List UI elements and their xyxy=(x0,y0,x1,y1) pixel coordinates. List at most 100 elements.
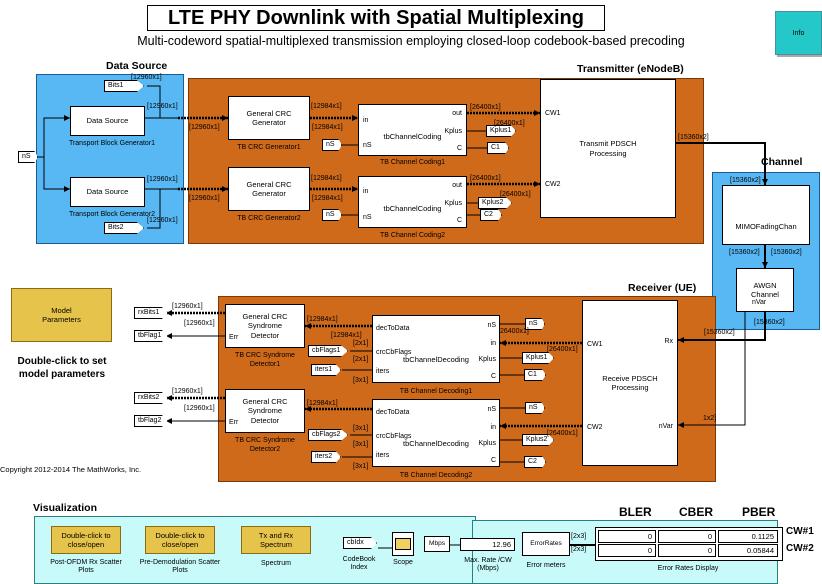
tcd1-port-kplus: Kplus xyxy=(478,356,496,363)
tcc1-port-ns: nS xyxy=(363,142,372,149)
tcc2-name: tbChannelCoding xyxy=(383,204,442,214)
receive-pdsch-label: Receive PDSCH Processing xyxy=(602,373,658,392)
tb-channel-coding-1[interactable]: in nS out Kplus C tbChannelCoding xyxy=(358,104,467,156)
tcc2-port-c: C xyxy=(456,217,462,224)
tcd2-caption: TB Channel Decoding2 xyxy=(399,472,473,479)
crc-generator-1-caption: TB CRC Generator1 xyxy=(237,144,301,151)
tb-channel-coding-2[interactable]: in nS out Kplus C tbChannelCoding xyxy=(358,176,467,228)
rx-kplus2-from[interactable]: Kplus2 xyxy=(522,434,554,446)
rxbits2-out[interactable]: rxBits2 xyxy=(134,392,168,404)
mbps-gain-block[interactable]: Mbps xyxy=(424,536,450,552)
sig-tcd2-out: [12984x1] xyxy=(307,400,338,407)
cw2-bler: 0 xyxy=(598,544,656,557)
kplus1-goto[interactable]: Kplus1 xyxy=(486,125,516,137)
rxbits1-out[interactable]: rxBits1 xyxy=(134,307,168,319)
sig-crc2-out2: [12984x1] xyxy=(312,195,343,202)
iters1-goto[interactable]: iters1 xyxy=(311,364,341,376)
rate-caption: Max. Rate /CW (Mbps) xyxy=(464,557,512,573)
tcd2-port-crc: crcCbFlags xyxy=(376,433,412,440)
rx-port-cw1: CW1 xyxy=(587,341,603,348)
tcd1-name: tbChannelDecoding xyxy=(403,355,469,365)
sig-crc2-out: [12984x1] xyxy=(311,175,342,182)
error-display-caption: Error Rates Display xyxy=(657,565,719,572)
transmit-pdsch-block[interactable]: CW1 CW2 Transmit PDSCH Processing xyxy=(540,79,676,218)
tcd1-port-iters: iters xyxy=(376,368,390,375)
tcc1-caption: TB Channel Coding1 xyxy=(380,159,445,166)
cw2-pber: 0.05844 xyxy=(718,544,778,557)
rx-ns-from-1[interactable]: nS xyxy=(525,318,545,330)
det2-label: General CRC Syndrome Detector xyxy=(242,396,288,425)
receive-pdsch-block[interactable]: CW1 CW2 Rx nVar Receive PDSCH Processing xyxy=(582,300,678,466)
tx-port-cw1: CW1 xyxy=(545,110,561,117)
ns-input-port[interactable]: nS xyxy=(18,151,38,163)
sig-rx-cw2: [26400x1] xyxy=(547,430,578,437)
tb-channel-decoding-2[interactable]: decToData crcCbFlags iters nS in Kplus C… xyxy=(372,399,500,467)
tcd1-caption: TB Channel Decoding1 xyxy=(399,388,473,395)
sig-mimo-out1: [15360x2] xyxy=(729,249,760,256)
pre-demod-caption: Pre-Demodulation Scatter Plots xyxy=(139,559,221,575)
wire-ns-gen2 xyxy=(43,157,70,190)
tx-ns-from-1[interactable]: nS xyxy=(322,139,342,151)
wire-gen1-out xyxy=(145,85,178,119)
tcc2-port-in: in xyxy=(363,188,369,195)
iters2-goto[interactable]: iters2 xyxy=(311,451,341,463)
tx-ns-from-2[interactable]: nS xyxy=(322,209,342,221)
sig-tcc2-out2: [26400x1] xyxy=(500,191,531,198)
spectrum-caption: Spectrum xyxy=(261,560,291,567)
wire-awgn-rx xyxy=(678,312,766,341)
data-source-block-1[interactable]: Data Source xyxy=(70,106,145,136)
sig-ds1b: [12960x1] xyxy=(147,103,178,110)
crc-generator-2[interactable]: General CRC Generator xyxy=(228,167,310,211)
tbflag2-out[interactable]: tbFlag2 xyxy=(134,415,168,427)
c1-goto[interactable]: C1 xyxy=(487,142,509,154)
sig-crc1-out2: [12984x1] xyxy=(312,124,343,131)
cbflags2-goto[interactable]: cbFlags2 xyxy=(308,429,348,441)
kplus2-goto[interactable]: Kplus2 xyxy=(478,197,512,209)
cber-header: CBER xyxy=(679,505,714,519)
crc-generator-1[interactable]: General CRC Generator xyxy=(228,96,310,140)
sig-det2-rxbits2: [12960x1] xyxy=(184,405,215,412)
bits1-goto[interactable]: Bits1 xyxy=(104,80,144,92)
error-rates-block[interactable]: ErrorRates xyxy=(522,532,570,556)
error-meters-caption: Error meters xyxy=(526,562,566,569)
tcc2-caption: TB Channel Coding2 xyxy=(380,232,445,239)
rx-c1-from[interactable]: C1 xyxy=(524,369,546,381)
sig-ds2b: [12960x1] xyxy=(147,217,178,224)
sig-rx-cw1b: 26400x1] xyxy=(500,328,529,335)
sig-err-1: [2x3] xyxy=(571,533,587,540)
bler-header: BLER xyxy=(619,505,652,519)
crc-syndrome-detector-2[interactable]: Err General CRC Syndrome Detector xyxy=(225,389,305,433)
cw1-row-label: CW#1 xyxy=(786,526,814,537)
cw2-row-label: CW#2 xyxy=(786,543,814,554)
wire-ns-gen1 xyxy=(30,117,70,158)
tb-channel-decoding-1[interactable]: decToData crcCbFlags iters nS in Kplus C… xyxy=(372,315,500,383)
rx-port-cw2: CW2 xyxy=(587,424,603,431)
sig-crc1-out: [12984x1] xyxy=(311,103,342,110)
cbidx-from[interactable]: cbIdx xyxy=(343,537,377,549)
model-parameters-block[interactable]: Model Parameters xyxy=(11,288,112,342)
awgn-channel-block[interactable]: AWGN Channel xyxy=(736,268,794,312)
cbflags1-goto[interactable]: cbFlags1 xyxy=(308,345,348,357)
mimo-fading-block[interactable]: MIMOFadingChan xyxy=(722,185,810,245)
bits2-goto[interactable]: Bits2 xyxy=(104,222,144,234)
tcc1-port-c: C xyxy=(456,145,462,152)
sig-det1-rxbits2: [12960x1] xyxy=(184,320,215,327)
sig-tcd1-out2: [12984x1] xyxy=(331,332,362,339)
rx-ns-from-2[interactable]: nS xyxy=(525,402,545,414)
rx-kplus1-from[interactable]: Kplus1 xyxy=(522,352,554,364)
codebook-caption: CodeBook Index xyxy=(342,556,376,572)
rx-port-rx: Rx xyxy=(664,338,673,345)
crc-syndrome-detector-1[interactable]: Err General CRC Syndrome Detector xyxy=(225,304,305,348)
rx-c2-from[interactable]: C2 xyxy=(524,456,546,468)
data-source-block-2[interactable]: Data Source xyxy=(70,177,145,207)
pre-demod-toggle-button[interactable]: Double-click to close/open xyxy=(145,526,215,554)
tbflag1-out[interactable]: tbFlag1 xyxy=(134,330,168,342)
tcc1-name: tbChannelCoding xyxy=(383,132,442,142)
post-ofdm-toggle-button[interactable]: Double-click to close/open xyxy=(51,526,121,554)
scope-block[interactable] xyxy=(392,532,414,556)
c2-goto[interactable]: C2 xyxy=(480,209,502,221)
scope-caption: Scope xyxy=(393,559,413,566)
tcd1-port-dec: decToData xyxy=(376,325,410,332)
spectrum-button[interactable]: Tx and Rx Spectrum xyxy=(241,526,311,554)
